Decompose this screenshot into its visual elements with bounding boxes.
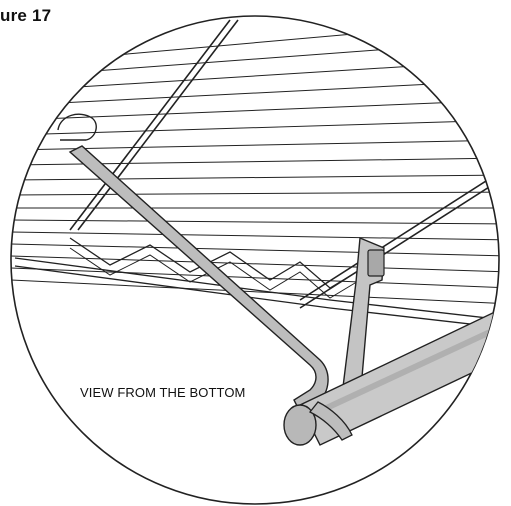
shelf-support-wires (69, 19, 499, 309)
view-caption: VIEW FROM THE BOTTOM (80, 385, 246, 400)
figure-number-label: ure 17 (0, 6, 52, 25)
shelf-wire-grid (11, 19, 499, 305)
detail-circle-frame (10, 15, 500, 505)
clip-tab (367, 249, 385, 277)
shelf-zigzag-truss (69, 237, 361, 289)
shelf-hook-loop (57, 113, 97, 141)
bracket-tube-wrap (308, 401, 353, 441)
support-tube (283, 298, 499, 446)
shelf-front-rim (14, 257, 499, 329)
